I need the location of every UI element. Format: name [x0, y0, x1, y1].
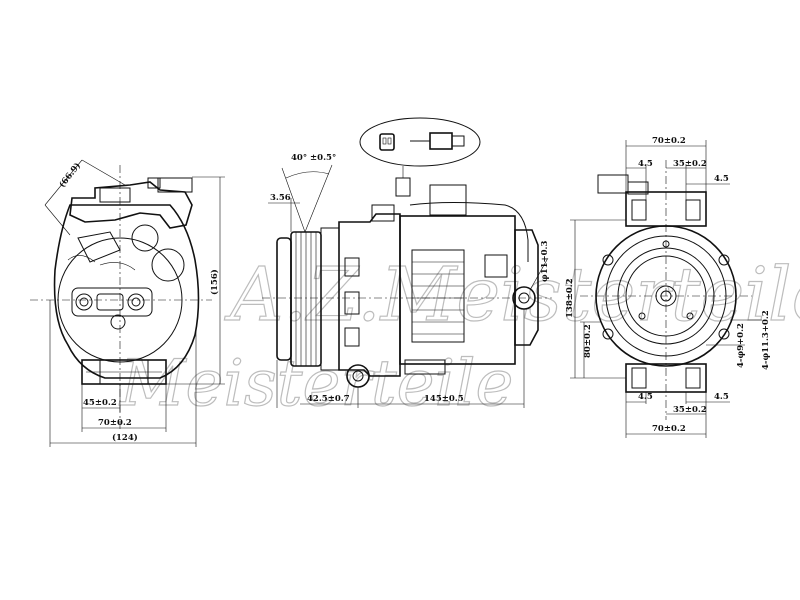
right-dim-138-text: 138±0.2	[565, 278, 575, 318]
right-dim-35-bot-text: 35±0.2	[673, 405, 707, 415]
side-rear-cap	[514, 229, 539, 346]
side-front-detail-1	[344, 257, 360, 277]
side-dim-bore-leader	[529, 257, 549, 291]
connector-callout	[359, 117, 481, 167]
right-lug-4	[718, 328, 730, 340]
right-bolt-left	[638, 312, 646, 320]
side-dim-angle-text: 40° ±0.5°	[291, 153, 336, 163]
left-top-block	[69, 181, 193, 229]
left-dim-70-text: 70±0.2	[98, 418, 132, 428]
side-angle-line-1	[281, 167, 306, 233]
left-body-outline	[53, 204, 200, 379]
side-dim-42-text: 42.5±0.7	[307, 394, 350, 404]
right-lug-3	[602, 328, 614, 340]
left-port-block	[96, 293, 124, 311]
right-dim-45b-text: 4.5	[714, 174, 729, 184]
right-bottom-ear-2	[685, 367, 701, 389]
side-wire	[409, 202, 529, 262]
left-connector-tab	[147, 177, 161, 189]
left-top-boss	[99, 187, 131, 203]
side-body-panel	[411, 249, 465, 343]
left-port-2	[127, 293, 145, 311]
right-lug-1	[602, 254, 614, 266]
left-rib	[77, 231, 121, 263]
right-connector-tab	[627, 181, 649, 195]
left-port-plate	[71, 287, 153, 317]
side-top-valve	[429, 184, 467, 216]
callout-plug-front	[379, 133, 395, 151]
left-boss-b	[151, 248, 185, 282]
right-bottom-ear-1	[631, 367, 647, 389]
right-lug-2	[718, 254, 730, 266]
right-top-ear-2	[685, 199, 701, 221]
right-connector	[597, 174, 629, 194]
right-top-ear-1	[631, 199, 647, 221]
left-port-1-inner	[79, 297, 89, 307]
left-dim-diag-line	[44, 159, 83, 206]
right-dim-45c-text: 4.5	[638, 392, 653, 402]
side-front-detail-2	[344, 291, 360, 315]
left-port-2-inner	[131, 297, 141, 307]
side-wire-clip	[484, 254, 508, 278]
side-view: 40° ±0.5° 3.56 42.5±0.7 145±0.5 φ11+0.3	[262, 117, 552, 408]
left-dim-h-text: (156)	[209, 269, 220, 295]
callout-pin-2	[387, 137, 392, 145]
left-boss-c	[110, 314, 126, 330]
right-view: 70±0.2 4.5 35±0.2 4.5 138±0.2 80±0.2 4-φ…	[565, 136, 771, 438]
right-dim-hole2-text: 4-φ11.3+0.2	[761, 310, 771, 370]
left-dim-45-text: 45±0.2	[83, 398, 117, 408]
left-dim-diag-text: (66.9)	[57, 160, 83, 189]
callout-pin-1	[382, 137, 387, 145]
side-dim-bore-text: φ11+0.3	[540, 240, 550, 282]
side-mount-ear-front-hole	[352, 370, 364, 382]
side-angle-line-2	[304, 164, 333, 233]
right-dim-80-text: 80±0.2	[583, 324, 593, 358]
side-dim-356-text: 3.56	[270, 193, 291, 203]
left-connector	[157, 177, 193, 193]
callout-plug-side	[429, 132, 453, 150]
left-dim-124-text: (124)	[112, 432, 138, 443]
left-rib-2	[67, 255, 96, 263]
left-dim-diag-ext	[81, 159, 126, 186]
left-rib-3	[99, 262, 136, 271]
right-bolt-right	[686, 312, 694, 320]
right-dim-70-top-text: 70±0.2	[652, 136, 686, 146]
right-dim-45a-text: 4.5	[638, 159, 653, 169]
left-boss-a	[131, 224, 159, 252]
left-mount-foot	[81, 359, 167, 385]
right-dim-45d-text: 4.5	[714, 392, 729, 402]
left-port-1	[75, 293, 93, 311]
left-dim-diag-ext2	[44, 204, 71, 236]
right-dim-hole1-text: 4-φ9+0.2	[736, 323, 746, 368]
right-dim-70-bot-text: 70±0.2	[652, 424, 686, 434]
side-dim-145-text: 145±0.5	[424, 394, 464, 404]
side-bottom-boss	[404, 359, 446, 375]
side-angle-arc	[285, 171, 330, 179]
side-top-boss	[371, 204, 395, 222]
side-front-detail-3	[344, 327, 360, 347]
side-connector	[395, 177, 411, 197]
callout-plug-tail	[451, 135, 465, 147]
right-dim-35-top-text: 35±0.2	[673, 159, 707, 169]
